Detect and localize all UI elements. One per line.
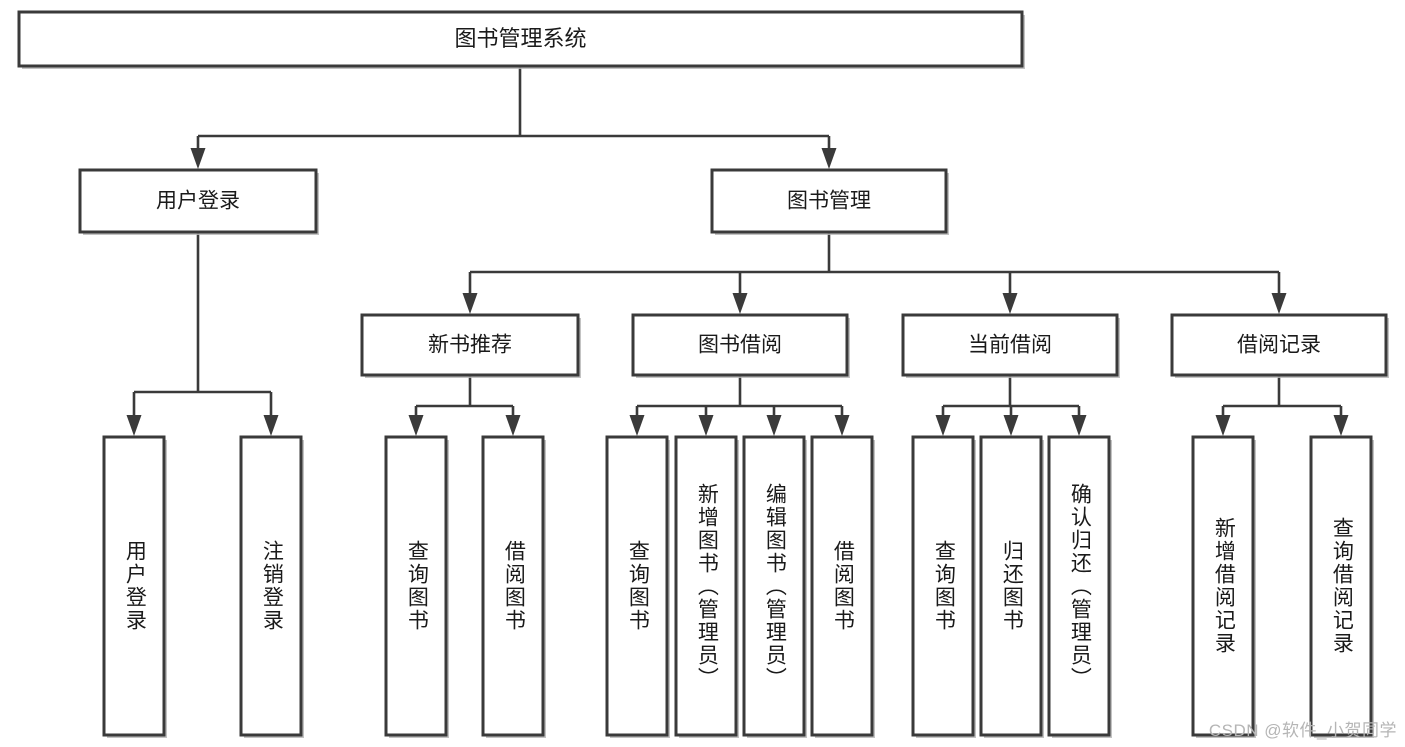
connector-group-root — [190, 66, 837, 169]
arrow-head-icon — [462, 293, 478, 314]
arrow-head-icon — [1271, 293, 1287, 314]
arrow-head-icon — [1215, 415, 1231, 436]
connector-group-user-login — [126, 232, 279, 436]
connector-group-book-borrow — [629, 375, 850, 436]
arrow-head-icon — [1002, 293, 1018, 314]
arrow-head-icon — [698, 415, 714, 436]
node-label-book-manage: 图书管理 — [787, 190, 871, 213]
node-label-new-book-rec: 新书推荐 — [428, 334, 512, 357]
arrow-head-icon — [505, 415, 521, 436]
node-label-root: 图书管理系统 — [454, 26, 586, 51]
node-box-leaf-borrow-book-rec[interactable] — [481, 435, 545, 737]
arrow-head-icon — [834, 415, 850, 436]
connector-group-borrow-record — [1215, 375, 1349, 436]
node-box-leaf-logout-login[interactable] — [239, 435, 303, 737]
arrow-head-icon — [126, 415, 142, 436]
node-box-book-manage[interactable] — [710, 168, 948, 234]
node-box-borrow-record[interactable] — [1170, 313, 1388, 377]
node-box-leaf-query-borrow-record[interactable] — [1309, 435, 1373, 737]
node-box-leaf-query-book-rec[interactable] — [384, 435, 448, 737]
node-box-leaf-query-book-current[interactable] — [911, 435, 975, 737]
arrow-head-icon — [263, 415, 279, 436]
arrow-head-icon — [821, 148, 837, 169]
node-label-current-borrow: 当前借阅 — [968, 334, 1052, 357]
arrow-head-icon — [1071, 415, 1087, 436]
node-box-user-login[interactable] — [78, 168, 318, 234]
arrow-head-icon — [408, 415, 424, 436]
arrow-head-icon — [1333, 415, 1349, 436]
node-box-root[interactable] — [17, 10, 1024, 68]
node-box-leaf-add-borrow-record[interactable] — [1191, 435, 1255, 737]
node-label-borrow-record: 借阅记录 — [1237, 334, 1321, 357]
arrow-head-icon — [1003, 415, 1019, 436]
arrow-head-icon — [732, 293, 748, 314]
arrow-head-icon — [766, 415, 782, 436]
node-label-book-borrow: 图书借阅 — [698, 334, 782, 357]
node-box-leaf-return-book[interactable] — [979, 435, 1043, 737]
node-box-leaf-add-book-admin[interactable] — [674, 435, 738, 737]
node-box-leaf-query-book-borrow[interactable] — [605, 435, 669, 737]
node-box-book-borrow[interactable] — [631, 313, 849, 377]
node-box-leaf-edit-book-admin[interactable] — [742, 435, 806, 737]
connector-group-book-manage — [462, 232, 1287, 314]
node-box-current-borrow[interactable] — [901, 313, 1119, 377]
arrow-head-icon — [629, 415, 645, 436]
arrow-head-icon — [190, 148, 206, 169]
arrow-head-icon — [935, 415, 951, 436]
connector-layer — [126, 66, 1349, 436]
node-layer — [17, 10, 1389, 738]
connector-group-current-borrow — [935, 375, 1087, 436]
connector-group-new-book-rec — [408, 375, 521, 436]
node-label-user-login: 用户登录 — [156, 190, 240, 213]
node-box-leaf-borrow-book[interactable] — [810, 435, 874, 737]
node-box-leaf-confirm-return-admin[interactable] — [1047, 435, 1111, 737]
node-box-leaf-user-login[interactable] — [102, 435, 166, 737]
watermark-text: CSDN @软件_小贺同学 — [1208, 721, 1397, 740]
node-box-new-book-rec[interactable] — [360, 313, 580, 377]
